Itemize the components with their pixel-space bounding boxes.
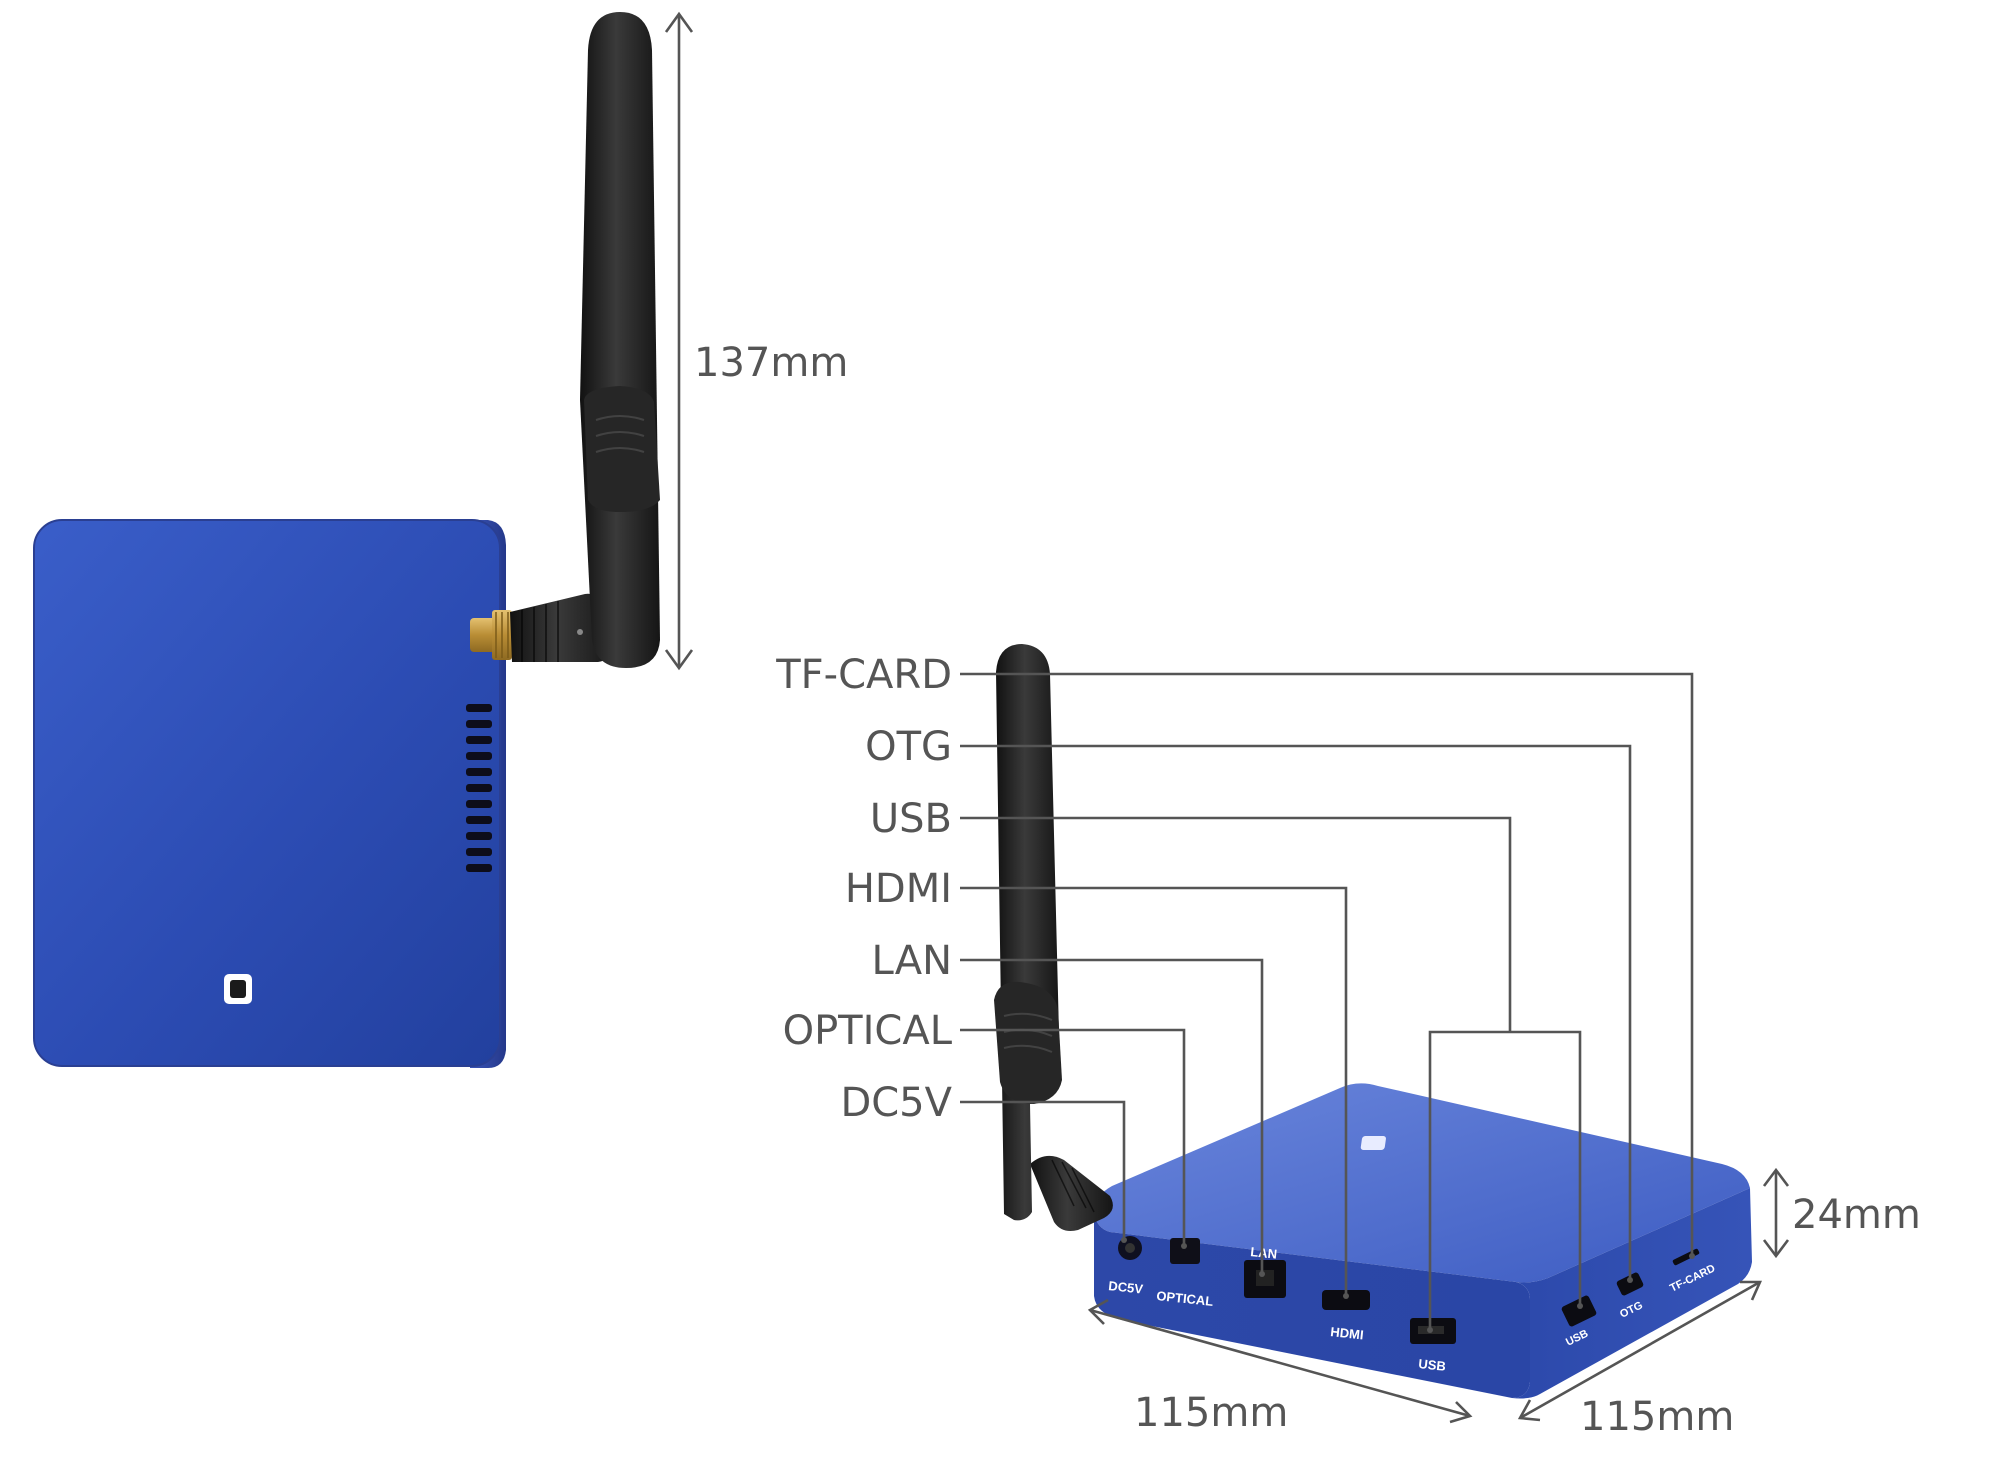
callout-leaders xyxy=(960,672,1695,1333)
antenna-hinge xyxy=(510,593,614,662)
iso-top-face xyxy=(1094,1083,1750,1283)
iso-power-button-icon xyxy=(1360,1136,1386,1150)
leader-hdmi xyxy=(960,886,1348,1296)
callout-hdmi: HDMI xyxy=(845,866,952,912)
port-usb-side xyxy=(1561,1295,1597,1327)
box-width-dimension: 115mm xyxy=(1087,1298,1473,1436)
box-top-view xyxy=(33,12,660,1068)
box-depth-dimension: 115mm xyxy=(1517,1280,1763,1440)
antenna-height-label: 137mm xyxy=(694,340,848,386)
iso-antenna-hinge xyxy=(1030,1155,1113,1231)
power-button-icon xyxy=(224,974,252,1004)
port-otg xyxy=(1616,1272,1644,1296)
port-label-hdmi: HDMI xyxy=(1330,1324,1365,1342)
box-width-label: 115mm xyxy=(1134,1390,1288,1436)
leader-usb-front xyxy=(1428,1030,1582,1330)
port-label-lan: LAN xyxy=(1250,1244,1278,1262)
port-optical xyxy=(1170,1238,1200,1264)
antenna-height-dimension: 137mm xyxy=(664,11,848,671)
port-hdmi xyxy=(1322,1290,1370,1310)
box-iso-view: DC5V OPTICAL LAN HDMI USB USB OTG TF-CAR… xyxy=(994,644,1752,1399)
box-height-label: 24mm xyxy=(1792,1192,1921,1238)
callout-optical: OPTICAL xyxy=(783,1008,953,1054)
sma-connector xyxy=(470,610,512,660)
callout-otg: OTG xyxy=(865,724,952,770)
box-depth-label: 115mm xyxy=(1580,1394,1734,1440)
callout-dc5v: DC5V xyxy=(840,1080,952,1126)
leader-usb xyxy=(960,816,1512,1032)
iso-front-face xyxy=(1094,1212,1530,1398)
leader-dc5v xyxy=(960,1100,1126,1240)
leader-otg xyxy=(960,744,1632,1280)
port-label-optical: OPTICAL xyxy=(1156,1288,1214,1309)
leader-tf-card xyxy=(960,672,1694,1256)
iso-antenna-body xyxy=(996,644,1060,1221)
callout-lan: LAN xyxy=(872,938,953,984)
port-label-usb-front: USB xyxy=(1418,1356,1447,1374)
antenna-body xyxy=(580,12,660,668)
callout-tf-card: TF-CARD xyxy=(775,652,952,698)
callout-usb: USB xyxy=(870,796,952,842)
leader-lan xyxy=(960,958,1264,1274)
vent-slots xyxy=(466,704,492,872)
leader-optical xyxy=(960,1028,1186,1246)
callout-labels: TF-CARD OTG USB HDMI LAN OPTICAL DC5V xyxy=(775,652,952,1126)
box-top-face xyxy=(34,520,500,1066)
box-height-dimension: 24mm xyxy=(1762,1167,1921,1259)
port-label-dc5v: DC5V xyxy=(1108,1278,1144,1297)
